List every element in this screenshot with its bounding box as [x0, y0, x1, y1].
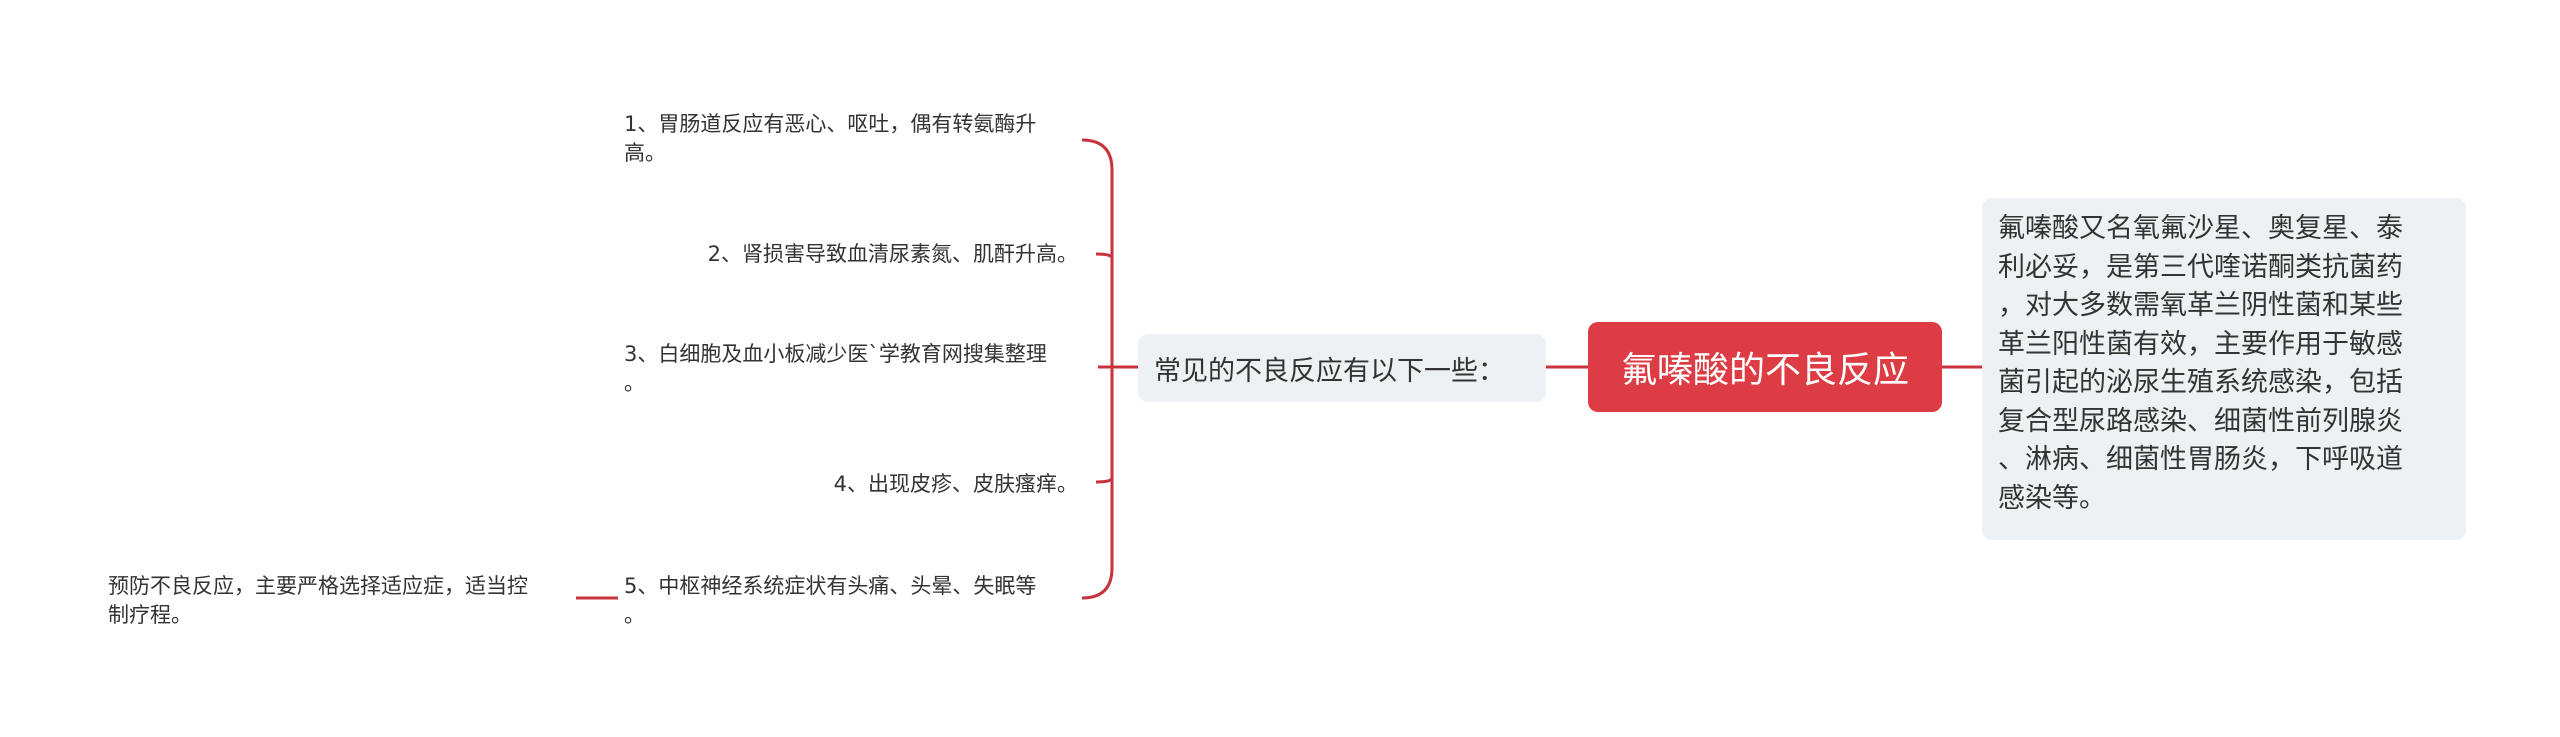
leaf-item-4[interactable]: 4、出现皮疹、皮肤瘙痒。	[833, 472, 1078, 496]
description-node[interactable]: 氟嗪酸又名氧氟沙星、奥复星、泰 利必妥，是第三代喹诺酮类抗菌药 ，对大多数需氧革…	[1982, 198, 2466, 540]
leaf-item-1[interactable]: 1、胃肠道反应有恶心、呕吐，偶有转氨酶升 高。	[624, 112, 1037, 165]
branch-label: 常见的不良反应有以下一些：	[1154, 355, 1505, 387]
connector-item-4	[1095, 477, 1114, 484]
connector-item-2	[1095, 252, 1114, 259]
root-label: 氟嗪酸的不良反应	[1620, 350, 1909, 391]
bracket-spine	[1081, 138, 1114, 600]
root-node[interactable]: 氟嗪酸的不良反应	[1588, 322, 1942, 412]
leaf-item-3[interactable]: 3、白细胞及血小板减少医`学教育网搜集整理 。	[624, 342, 1047, 395]
leaf-item-2[interactable]: 2、肾损害导致血清尿素氮、肌酐升高。	[707, 242, 1078, 266]
sub-leaf-item[interactable]: 预防不良反应，主要严格选择适应症，适当控 制疗程。	[108, 574, 528, 627]
branch-node[interactable]: 常见的不良反应有以下一些：	[1138, 334, 1546, 402]
leaf-item-5[interactable]: 5、中枢神经系统症状有头痛、头晕、失眠等 。	[624, 574, 1037, 627]
